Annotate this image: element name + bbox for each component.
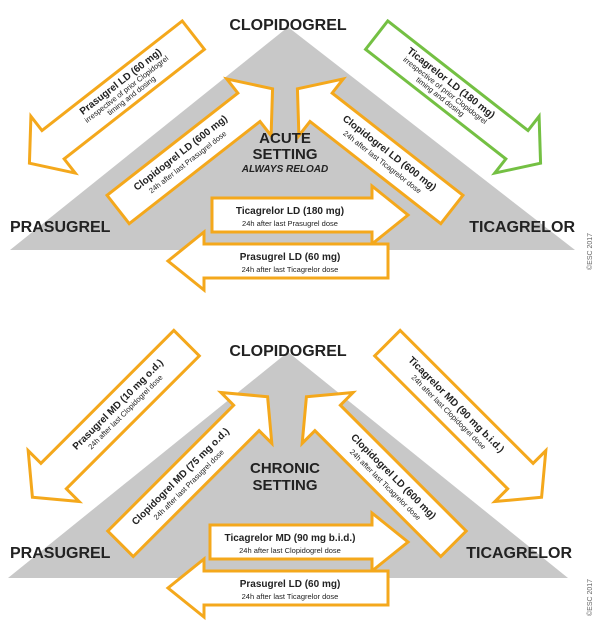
chronic-setting-panel: CLOPIDOGREL PRASUGREL TICAGRELOR Prasugr… [8,328,594,621]
acute-arrow-prasugrel-to-clopidogrel: Clopidogrel LD (600 mg) 24h after last P… [104,76,275,226]
chronic-arrow-prasugrel-to-ticagrelor: Ticagrelor MD (90 mg b.i.d.) 24h after l… [208,509,411,575]
chronic-setting-title-line2: SETTING [252,477,317,494]
acute-setting-title-line2: SETTING [252,146,317,163]
acute-p-to-t-line1: 24h after last Prasugrel dose [242,219,338,228]
acute-p-to-t-title: Ticagrelor LD (180 mg) [236,206,344,217]
chronic-ticagrelor-label: TICAGRELOR [466,545,572,562]
acute-clopidogrel-label: CLOPIDOGREL [229,17,347,34]
chronic-copyright: ©ESC 2017 [586,579,594,616]
acute-prasugrel-label: PRASUGREL [10,219,111,236]
chronic-t-to-p-title: Prasugrel LD (60 mg) [240,579,341,590]
chronic-setting-title-line1: CHRONIC [250,460,320,477]
acute-setting-title-line1: ACUTE [259,130,311,147]
chronic-p-to-t-line1: 24h after last Clopidogrel dose [239,546,341,555]
acute-copyright: ©ESC 2017 [586,233,594,270]
acute-arrow-ticagrelor-to-prasugrel: Prasugrel LD (60 mg) 24h after last Tica… [165,228,390,294]
chronic-arrow-ticagrelor-to-prasugrel: Prasugrel LD (60 mg) 24h after last Tica… [165,555,390,621]
acute-ticagrelor-label: TICAGRELOR [469,219,575,236]
chronic-c-to-t-title: Ticagrelor MD (90 mg b.i.d.) [405,355,505,455]
chronic-clopidogrel-label: CLOPIDOGREL [229,343,347,360]
acute-t-to-p-line1: 24h after last Ticagrelor dose [242,265,339,274]
chronic-p-to-t-title: Ticagrelor MD (90 mg b.i.d.) [225,533,356,544]
chronic-prasugrel-label: PRASUGREL [10,545,111,562]
acute-arrow-prasugrel-to-ticagrelor: Ticagrelor LD (180 mg) 24h after last Pr… [210,182,411,248]
chronic-t-to-p-line1: 24h after last Ticagrelor dose [242,592,339,601]
acute-setting-panel: CLOPIDOGREL PRASUGREL TICAGRELOR Prasugr… [10,17,594,294]
acute-setting-subtitle: ALWAYS RELOAD [241,164,328,175]
acute-t-to-p-title: Prasugrel LD (60 mg) [240,252,341,263]
